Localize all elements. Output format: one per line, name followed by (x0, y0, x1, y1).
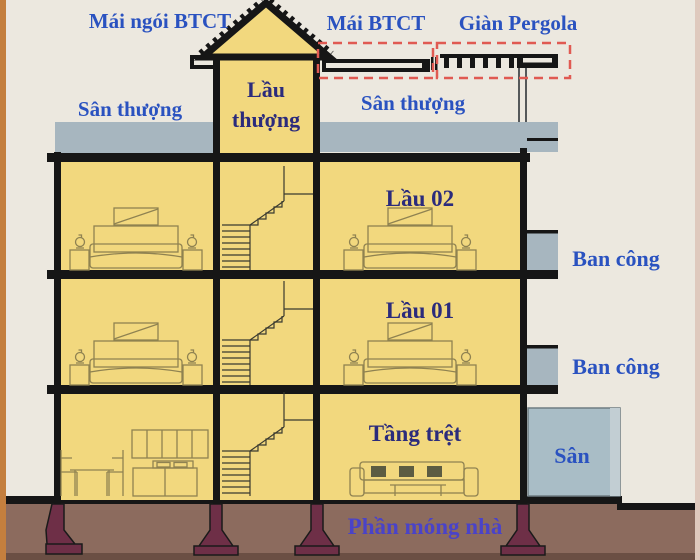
sink-counter (152, 460, 194, 469)
dining-table (70, 469, 114, 496)
pergola-rail (440, 54, 520, 58)
coffee-table (390, 484, 446, 496)
ground-bottom-shadow (0, 553, 700, 560)
balcony-upper-top-edge (527, 230, 558, 234)
sofa-cushion-3 (427, 466, 442, 477)
penthouse-roof (190, 0, 339, 69)
balcony-upper-block (527, 232, 558, 271)
footing-3 (294, 503, 340, 556)
chair-right (106, 450, 124, 496)
ground-right (617, 506, 700, 560)
balcony-lower-top-edge (527, 345, 558, 349)
upper-cabinets (131, 429, 209, 459)
wall-mid-right (313, 55, 320, 504)
sofa-seat (363, 479, 465, 494)
pergola-slat-2 (457, 58, 462, 68)
foundation-footings (45, 503, 546, 556)
highlight-box-pergola (435, 41, 572, 80)
slab-floor2 (47, 270, 558, 279)
slab-terrace-level (47, 153, 530, 162)
slab-floor1 (47, 385, 558, 394)
pergola-structure (440, 54, 558, 122)
living-room (349, 461, 479, 497)
pergola-slat-1 (444, 58, 449, 68)
label-ground-floor: Tầng trệt (369, 421, 462, 446)
sofa-cushion-1 (371, 466, 386, 477)
sofa-cushion-2 (399, 466, 414, 477)
wall-right (520, 148, 527, 504)
ground-step-line (617, 503, 700, 510)
roof-eave-bracket (190, 55, 214, 69)
yard-side-face (610, 408, 620, 496)
label-penthouse-2: thượng (232, 107, 300, 132)
label-balcony-lower: Ban công (572, 354, 659, 379)
label-floor1: Lầu 01 (386, 298, 454, 323)
pergola-end-beam-slot (523, 58, 552, 63)
terrace-left-slab (55, 122, 214, 153)
kitchen-dining (60, 429, 209, 497)
pergola-slat-6 (509, 58, 514, 68)
wall-mid-left (213, 55, 220, 504)
balconies (527, 230, 558, 386)
sink-basin-1 (156, 461, 171, 468)
labels: Mái ngói BTCT Mái BTCT Giàn Pergola Sân … (78, 9, 660, 539)
label-roof-tile: Mái ngói BTCT (89, 9, 231, 33)
label-roof-concrete: Mái BTCT (327, 11, 426, 35)
upper-cabinet-doors (146, 430, 193, 458)
yard-surface (527, 407, 621, 497)
frame-border-right (695, 0, 700, 560)
footing-4 (500, 503, 546, 556)
pergola-slat-4 (483, 58, 488, 68)
chair-left (60, 450, 78, 496)
wall-left (54, 152, 61, 504)
left-rooms-fill (61, 155, 214, 500)
label-pergola: Giàn Pergola (459, 11, 578, 35)
pergola-slat-5 (496, 58, 501, 68)
floor-slabs (47, 153, 558, 394)
flat-roof (322, 57, 438, 72)
label-terrace-right: Sân thượng (361, 91, 466, 115)
label-floor2: Lầu 02 (386, 186, 454, 211)
label-foundation: Phần móng nhà (348, 514, 503, 539)
footing-1 (45, 503, 83, 555)
penthouse-fill (219, 55, 313, 160)
walls (54, 55, 527, 504)
label-yard: Sân (554, 443, 589, 468)
flat-roof-hollow (326, 63, 422, 68)
label-terrace-left: Sân thượng (78, 97, 183, 121)
label-penthouse-1: Lầu (247, 77, 285, 102)
terrace-right-edge (527, 138, 558, 141)
balcony-lower-block (527, 347, 558, 386)
footing-2 (193, 503, 239, 556)
pergola-slat-3 (470, 58, 475, 68)
label-balcony-upper: Ban công (572, 246, 659, 271)
roof-triangle (193, 0, 339, 61)
yard-block (527, 407, 621, 497)
frame-border-left (0, 0, 6, 560)
sink-basin-2 (173, 461, 188, 468)
terrace-right-slab (320, 122, 558, 152)
